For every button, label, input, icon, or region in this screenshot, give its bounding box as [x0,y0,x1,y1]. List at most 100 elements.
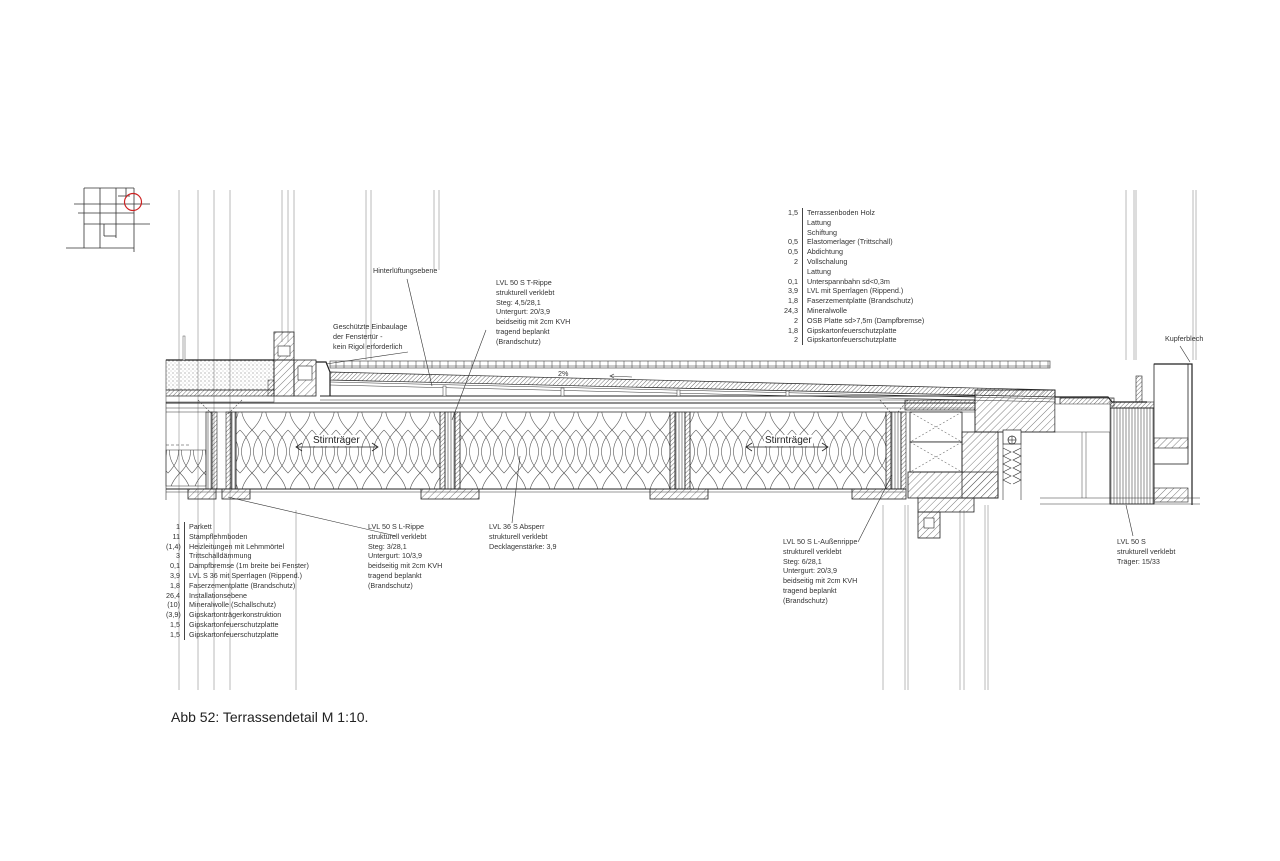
rib-zone [166,399,909,500]
door-threshold [267,331,331,397]
layer-thickness: 11 [166,531,185,542]
layer-thickness [784,217,803,228]
layer-row: 1,5 Gipskartonfeuerschutzplatte [166,619,309,630]
layer-thickness: 0,1 [166,561,185,571]
layer-description: Unterspannbahn sd<0,3m [807,276,890,286]
layer-description: Gipskartonfeuerschutzplatte [807,325,897,335]
layer-thickness: (10) [166,600,185,611]
layer-row: 0,1 Dampfbremse (1m breite bei Fenster) [166,561,309,571]
layer-thickness: (3,9) [166,610,185,620]
beam-label-right: Stirnträger [764,435,813,446]
layer-thickness: 1,5 [784,208,803,218]
annotation-hinterlueftung: Hinterlüftungsebene [373,266,438,275]
layer-row: 1,8 Faserzementplatte (Brandschutz) [784,296,924,306]
layer-row: 3 Trittschalldämmung [166,551,309,562]
annotation-aussenrippe: LVL 50 S L-Außenrippe strukturell verkle… [783,537,858,605]
key-plan [66,187,150,252]
layer-row: Schiftung [784,227,924,238]
figure-caption: Abb 52: Terrassendetail M 1:10. [171,709,369,725]
layer-thickness: 0,5 [784,247,803,257]
layer-row: 2 Gipskartonfeuerschutzplatte [784,335,924,346]
layer-thickness: 3,9 [166,570,185,581]
layer-thickness [784,266,803,277]
annotation-einbaulage: Geschützte Einbaulage der Fenstertür - k… [333,322,408,351]
layer-description: Abdichtung [807,247,843,257]
layer-thickness: 1,5 [166,619,185,630]
edge-detail [904,389,1056,539]
layer-row: 2 Vollschalung [784,256,924,267]
leader-lines [227,278,1191,543]
layer-thickness: 1 [166,522,185,532]
layer-thickness: 1,8 [166,580,185,591]
layer-row: 2 OSB Platte sd>7,5m (Dampfbremse) [784,315,925,326]
layer-thickness: 3,9 [784,286,803,297]
slope-label: 2% [558,369,569,378]
layer-description: Mineralwolle [807,305,847,315]
layer-row: 1,5 Gipskartonfeuerschutzplatte [166,629,309,640]
layer-description: Faserzementplatte (Brandschutz) [189,580,296,590]
layer-thickness: 3 [166,551,185,562]
annotation-t-rippe: LVL 50 S T-Rippe strukturell verklebt St… [496,278,571,346]
layer-description: Mineralwolle (Schallschutz) [189,600,277,610]
layer-thickness: 2 [784,335,803,346]
interior-layer-legend: 1 Parkett 11 Stampflehmboden (1,4) Heizleitun… [166,522,309,640]
terrace-deck [166,360,1056,413]
layer-description: Lattung [807,266,831,276]
layer-row: 0,1 Unterspannbahn sd<0,3m [784,276,924,287]
layer-thickness: 1,5 [166,629,185,640]
layer-row: (3,9) Gipskartonträgerkonstruktion [166,610,309,620]
layer-thickness: 2 [784,315,803,326]
layer-row: 3,9 LVL S 36 mit Sperrlagen (Rippend.) [166,570,309,581]
layer-row: 0,5 Abdichtung [784,247,924,257]
layer-description: LVL mit Sperrlagen (Rippend.) [807,286,904,296]
layer-row: (10) Mineralwolle (Schallschutz) [166,600,309,611]
layer-row: 24,3 Mineralwolle [784,305,924,316]
layer-description: Installationsebene [189,590,247,600]
annotation-l-rippe: LVL 50 S L-Rippe strukturell verklebt St… [368,522,443,590]
layer-row: 1,8 Faserzementplatte (Brandschutz) [166,580,309,591]
layer-row: 1,8 Gipskartonfeuerschutzplatte [784,325,924,336]
layer-row: 1,5 Terrassenboden Holz [784,208,924,218]
annotation-absperr: LVL 36 S Absperr strukturell verklebt De… [489,522,557,551]
layer-description: LVL S 36 mit Sperrlagen (Rippend.) [189,570,303,580]
layer-thickness [784,227,803,238]
layer-thickness: 0,1 [784,276,803,287]
layer-row: Lattung [784,266,924,277]
detail-location-marker [123,192,143,212]
layer-thickness: 1,8 [784,325,803,336]
layer-thickness: 2 [784,256,803,267]
layer-row: 11 Stampflehmboden [166,531,309,542]
beam-label-left: Stirnträger [312,435,361,446]
annotation-kupferblech: Kupferblech [1165,334,1204,343]
layer-description: Elastomerlager (Trittschall) [807,237,893,247]
layer-description: Schiftung [807,227,837,237]
layer-description: Gipskartonfeuerschutzplatte [807,335,897,345]
layer-thickness: 26,4 [166,590,185,601]
layer-description: Dampfbremse (1m breite bei Fenster) [189,561,309,571]
layer-thickness: 1,8 [784,296,803,306]
annotation-traeger: LVL 50 S strukturell verklebt Träger: 15… [1117,537,1176,566]
end-beam [1040,363,1200,505]
layer-row: (1,4) Heizleitungen mit Lehmmörtel [166,541,309,552]
layer-description: Lattung [807,217,831,227]
layer-description: Heizleitungen mit Lehmmörtel [189,541,285,551]
layer-description: Gipskartonträgerkonstruktion [189,610,282,620]
layer-description: Trittschalldämmung [189,551,252,561]
layer-row: 1 Parkett [166,522,309,532]
layer-description: OSB Platte sd>7,5m (Dampfbremse) [807,315,925,325]
layer-description: Gipskartonfeuerschutzplatte [189,619,279,629]
layer-row: 0,5 Elastomerlager (Trittschall) [784,237,924,248]
layer-row: 3,9 LVL mit Sperrlagen (Rippend.) [784,286,924,297]
layer-thickness: 24,3 [784,305,803,316]
layer-description: Terrassenboden Holz [807,208,875,217]
layer-description: Vollschalung [807,256,848,266]
layer-description: Parkett [189,522,212,531]
layer-row: 26,4 Installationsebene [166,590,309,601]
layer-thickness: (1,4) [166,541,185,552]
layer-description: Stampflehmboden [189,531,248,541]
layer-description: Gipskartonfeuerschutzplatte [189,629,279,639]
layer-description: Faserzementplatte (Brandschutz) [807,296,914,306]
layer-thickness: 0,5 [784,237,803,248]
